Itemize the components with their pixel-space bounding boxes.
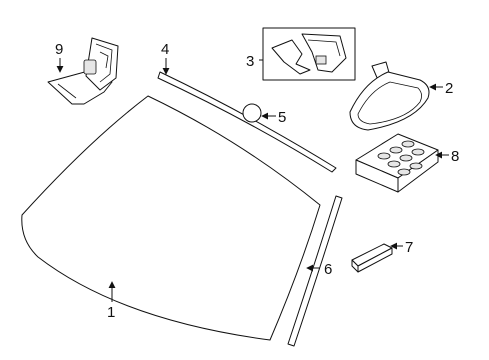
callout-5: 5 [278, 109, 286, 126]
switch-trim [351, 243, 393, 273]
rear-view-mirror [349, 61, 430, 131]
camera-bracket [47, 37, 119, 105]
upper-molding [157, 71, 337, 173]
callout-8: 8 [451, 148, 459, 165]
callout-9: 9 [55, 41, 63, 58]
windshield-glass [21, 95, 321, 341]
callout-6: 6 [324, 261, 332, 278]
callout-1: 1 [107, 304, 115, 321]
side-molding [287, 195, 343, 347]
sensor-pad [242, 103, 262, 123]
callout-4: 4 [161, 41, 169, 58]
mirror-bracket-kit [262, 27, 356, 81]
callout-2: 2 [445, 80, 453, 97]
callout-7: 7 [405, 239, 413, 256]
overhead-console [355, 133, 439, 193]
callout-3: 3 [246, 53, 254, 70]
